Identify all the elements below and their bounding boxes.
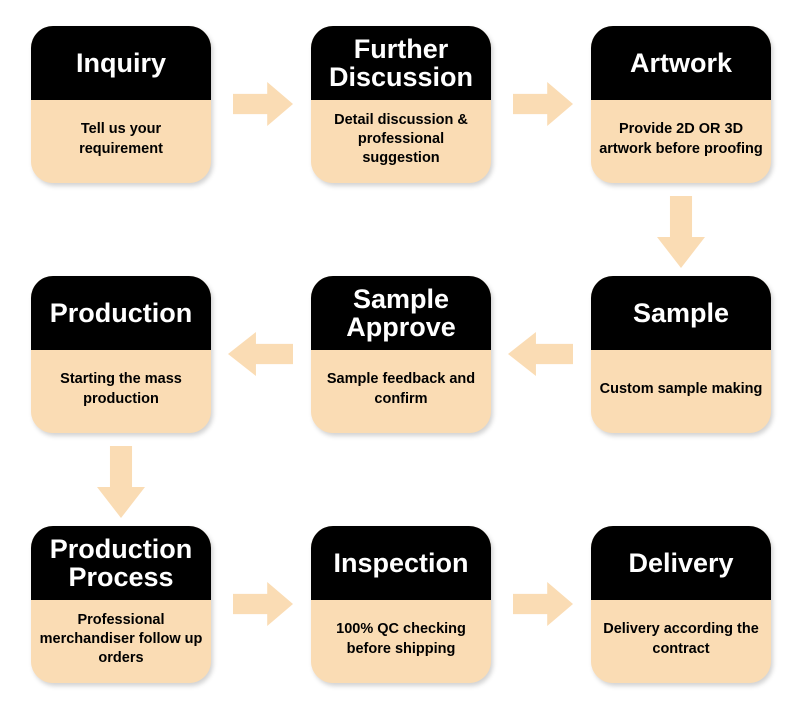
node-description-production-process: Professional merchandiser follow up orde…	[31, 600, 211, 683]
node-description-production: Starting the mass production	[31, 350, 211, 433]
flow-node-inspection: Inspection 100% QC checking before shipp…	[311, 526, 491, 683]
node-title-production: Production	[31, 276, 211, 350]
node-title-inspection: Inspection	[311, 526, 491, 600]
node-title-delivery: Delivery	[591, 526, 771, 600]
arrow-left-icon-sample-to-sample-approve	[508, 332, 573, 376]
arrow-right-icon-inquiry-to-further-discussion	[233, 82, 293, 126]
node-title-sample-approve: Sample Approve	[311, 276, 491, 350]
node-title-sample: Sample	[591, 276, 771, 350]
arrow-right-icon-further-discussion-to-artwork	[513, 82, 573, 126]
node-description-inquiry: Tell us your requirement	[31, 100, 211, 183]
flow-node-artwork: Artwork Provide 2D OR 3D artwork before …	[591, 26, 771, 183]
node-title-artwork: Artwork	[591, 26, 771, 100]
flow-node-further-discussion: Further Discussion Detail discussion & p…	[311, 26, 491, 183]
arrow-down-icon-artwork-to-sample	[657, 196, 705, 268]
flow-node-inquiry: Inquiry Tell us your requirement	[31, 26, 211, 183]
flow-node-production: Production Starting the mass production	[31, 276, 211, 433]
node-title-production-process: Production Process	[31, 526, 211, 600]
flow-node-sample: Sample Custom sample making	[591, 276, 771, 433]
flow-node-delivery: Delivery Delivery according the contract	[591, 526, 771, 683]
flow-node-sample-approve: Sample Approve Sample feedback and confi…	[311, 276, 491, 433]
node-description-inspection: 100% QC checking before shipping	[311, 600, 491, 683]
node-description-sample: Custom sample making	[591, 350, 771, 433]
flow-node-production-process: Production Process Professional merchand…	[31, 526, 211, 683]
node-description-further-discussion: Detail discussion & professional suggest…	[311, 100, 491, 183]
arrow-down-icon-production-to-production-process	[97, 446, 145, 518]
node-description-delivery: Delivery according the contract	[591, 600, 771, 683]
arrow-left-icon-sample-approve-to-production	[228, 332, 293, 376]
node-title-further-discussion: Further Discussion	[311, 26, 491, 100]
arrow-right-icon-production-process-to-inspection	[233, 582, 293, 626]
node-description-artwork: Provide 2D OR 3D artwork before proofing	[591, 100, 771, 183]
node-description-sample-approve: Sample feedback and confirm	[311, 350, 491, 433]
node-title-inquiry: Inquiry	[31, 26, 211, 100]
arrow-right-icon-inspection-to-delivery	[513, 582, 573, 626]
